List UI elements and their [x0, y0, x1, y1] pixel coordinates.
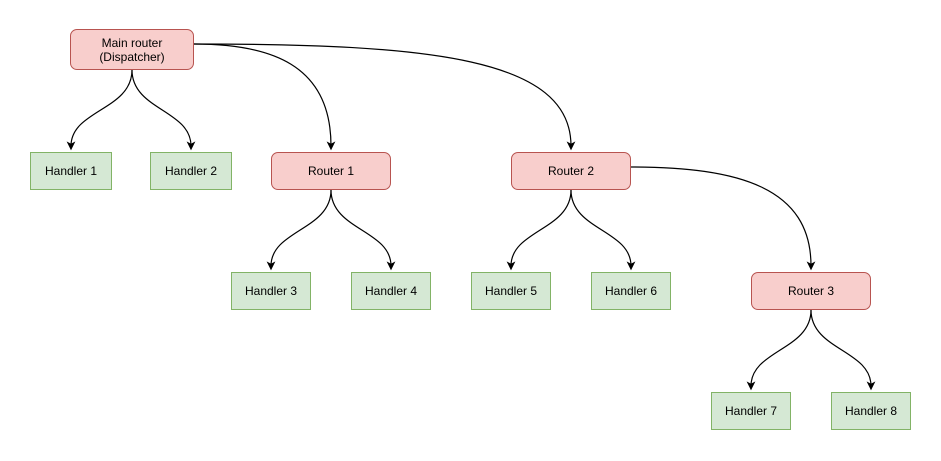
- edge-router-1-to-handler-4[interactable]: [330, 189, 396, 271]
- node-main-router[interactable]: Main router (Dispatcher): [70, 29, 194, 70]
- node-label-router-3: Router 3: [787, 284, 835, 298]
- edge-main-router-to-router-1[interactable]: [193, 43, 336, 151]
- node-handler-5[interactable]: Handler 5: [471, 272, 551, 310]
- node-label-router-1: Router 1: [307, 164, 355, 178]
- node-label-handler-3: Handler 3: [244, 284, 298, 298]
- node-handler-4[interactable]: Handler 4: [351, 272, 431, 310]
- node-handler-8[interactable]: Handler 8: [831, 392, 911, 430]
- node-router-1[interactable]: Router 1: [271, 152, 391, 190]
- node-label-main-router: Main router (Dispatcher): [99, 35, 165, 64]
- edges-group: [66, 43, 876, 391]
- edge-main-router-to-handler-1[interactable]: [66, 69, 133, 151]
- node-label-handler-5: Handler 5: [484, 284, 538, 298]
- edge-router-3-to-handler-8[interactable]: [810, 309, 876, 391]
- edge-router-3-to-handler-7[interactable]: [746, 309, 812, 391]
- node-handler-1[interactable]: Handler 1: [30, 152, 112, 190]
- node-label-handler-8: Handler 8: [844, 404, 898, 418]
- node-router-2[interactable]: Router 2: [511, 152, 631, 190]
- edge-router-2-to-router-3[interactable]: [630, 166, 816, 271]
- node-label-router-2: Router 2: [547, 164, 595, 178]
- node-handler-3[interactable]: Handler 3: [231, 272, 311, 310]
- node-label-handler-7: Handler 7: [724, 404, 778, 418]
- edge-main-router-to-router-2[interactable]: [193, 43, 576, 151]
- node-router-3[interactable]: Router 3: [751, 272, 871, 310]
- edge-router-1-to-handler-3[interactable]: [266, 189, 332, 271]
- node-handler-7[interactable]: Handler 7: [711, 392, 791, 430]
- node-handler-6[interactable]: Handler 6: [591, 272, 671, 310]
- node-label-handler-1: Handler 1: [44, 164, 98, 178]
- node-handler-2[interactable]: Handler 2: [150, 152, 232, 190]
- edge-router-2-to-handler-6[interactable]: [570, 189, 636, 271]
- node-label-handler-2: Handler 2: [164, 164, 218, 178]
- node-label-handler-4: Handler 4: [364, 284, 418, 298]
- edge-main-router-to-handler-2[interactable]: [131, 69, 196, 151]
- edge-router-2-to-handler-5[interactable]: [506, 189, 572, 271]
- node-label-handler-6: Handler 6: [604, 284, 658, 298]
